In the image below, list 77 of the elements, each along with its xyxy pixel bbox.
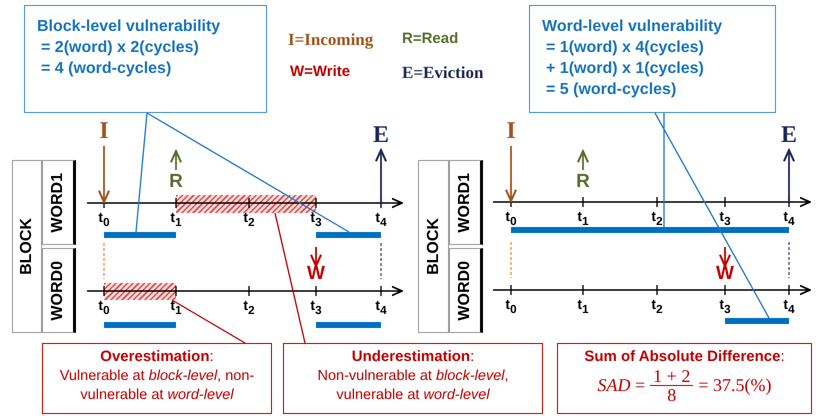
time-label: t$_{3}$ <box>719 297 731 317</box>
box-heading: Underestimation: <box>350 347 476 366</box>
time-label: t$_{1}$ <box>170 210 182 230</box>
event-letter: R <box>576 172 590 193</box>
box-heading: Sum of Absolute Difference: <box>583 347 786 366</box>
row-label: WORD1 <box>456 172 474 232</box>
formula-text: = 37.5(%) <box>698 376 772 395</box>
time-label: t$_{1}$ <box>577 209 589 229</box>
row-label-box <box>418 160 449 333</box>
event-letter: I <box>99 118 109 144</box>
vulnerable-interval-bar <box>104 232 176 238</box>
event-letter: E <box>781 122 797 148</box>
box-text: Vulnerable at block-level, non-vulnerable at word-level <box>58 367 256 405</box>
leader-line <box>172 299 246 344</box>
event-letter: R <box>169 172 183 193</box>
event-letter: W <box>307 264 325 285</box>
time-label: t$_{0}$ <box>505 297 517 317</box>
box-text: + 1(word) x 1(cycles) <box>545 59 705 79</box>
box-text: Non-vulnerable at block-level, vulnerable at word-level <box>316 367 510 405</box>
vulnerable-interval-bar <box>725 318 789 324</box>
row-label: WORD1 <box>49 172 67 232</box>
vulnerable-interval-bar <box>316 232 381 238</box>
time-label: t$_{1}$ <box>577 297 589 317</box>
time-label: t$_{4}$ <box>375 298 387 318</box>
time-label: t$_{2}$ <box>243 210 255 230</box>
key-text: R=Read <box>402 31 458 48</box>
key-text: E=Eviction <box>402 64 484 83</box>
time-label: t$_{3}$ <box>310 210 322 230</box>
time-label: t$_{1}$ <box>170 298 182 318</box>
leader-line <box>654 112 770 318</box>
leader-line <box>274 212 306 344</box>
time-label: t$_{0}$ <box>505 209 517 229</box>
row-label: BLOCK <box>18 218 36 275</box>
box-heading: Block-level vulnerability <box>37 17 222 37</box>
box-text: = 2(word) x 2(cycles) <box>40 38 200 58</box>
row-label: BLOCK <box>424 218 442 275</box>
fraction-numerator: 1 + 2 <box>650 367 694 386</box>
time-label: t$_{0}$ <box>98 298 110 318</box>
box-heading: Overestimation: <box>99 347 215 366</box>
box-heading: Word-level vulnerability <box>542 17 724 37</box>
vulnerable-interval-bar <box>511 227 789 233</box>
formula-text: SAD = <box>598 376 646 395</box>
vulnerable-interval-bar <box>316 322 381 328</box>
time-label: t$_{4}$ <box>783 297 795 317</box>
leader-line <box>146 112 350 233</box>
callout-box <box>529 5 776 113</box>
time-label: t$_{3}$ <box>310 298 322 318</box>
row-label: WORD0 <box>456 260 474 320</box>
time-label: t$_{0}$ <box>98 210 110 230</box>
time-label: t$_{2}$ <box>651 297 663 317</box>
vulnerable-interval-bar <box>104 322 176 328</box>
row-label-box <box>449 248 483 333</box>
row-label-box <box>42 160 76 245</box>
leader-line <box>663 113 665 227</box>
note-box <box>557 343 812 414</box>
time-label: t$_{2}$ <box>243 298 255 318</box>
time-label: t$_{4}$ <box>783 209 795 229</box>
box-text: = 1(word) x 4(cycles) <box>545 38 705 58</box>
key-text: W=Write <box>290 64 350 80</box>
event-letter: W <box>716 264 734 285</box>
time-label: t$_{3}$ <box>719 209 731 229</box>
event-letter: E <box>373 122 389 148</box>
note-box <box>283 343 543 414</box>
row-label-box <box>12 160 42 333</box>
time-label: t$_{4}$ <box>375 210 387 230</box>
box-text: = 4 (word-cycles) <box>40 59 172 79</box>
event-letter: I <box>506 118 516 144</box>
fraction-denominator: 8 <box>666 386 678 404</box>
row-label-box <box>42 248 76 333</box>
note-box <box>42 343 272 414</box>
leader-line <box>135 112 148 232</box>
row-label: WORD0 <box>49 260 67 320</box>
time-label: t$_{2}$ <box>651 209 663 229</box>
box-text: = 5 (word-cycles) <box>545 80 678 100</box>
row-label-box <box>449 160 483 245</box>
key-text: I=Incoming <box>288 31 374 50</box>
callout-box <box>24 5 267 113</box>
